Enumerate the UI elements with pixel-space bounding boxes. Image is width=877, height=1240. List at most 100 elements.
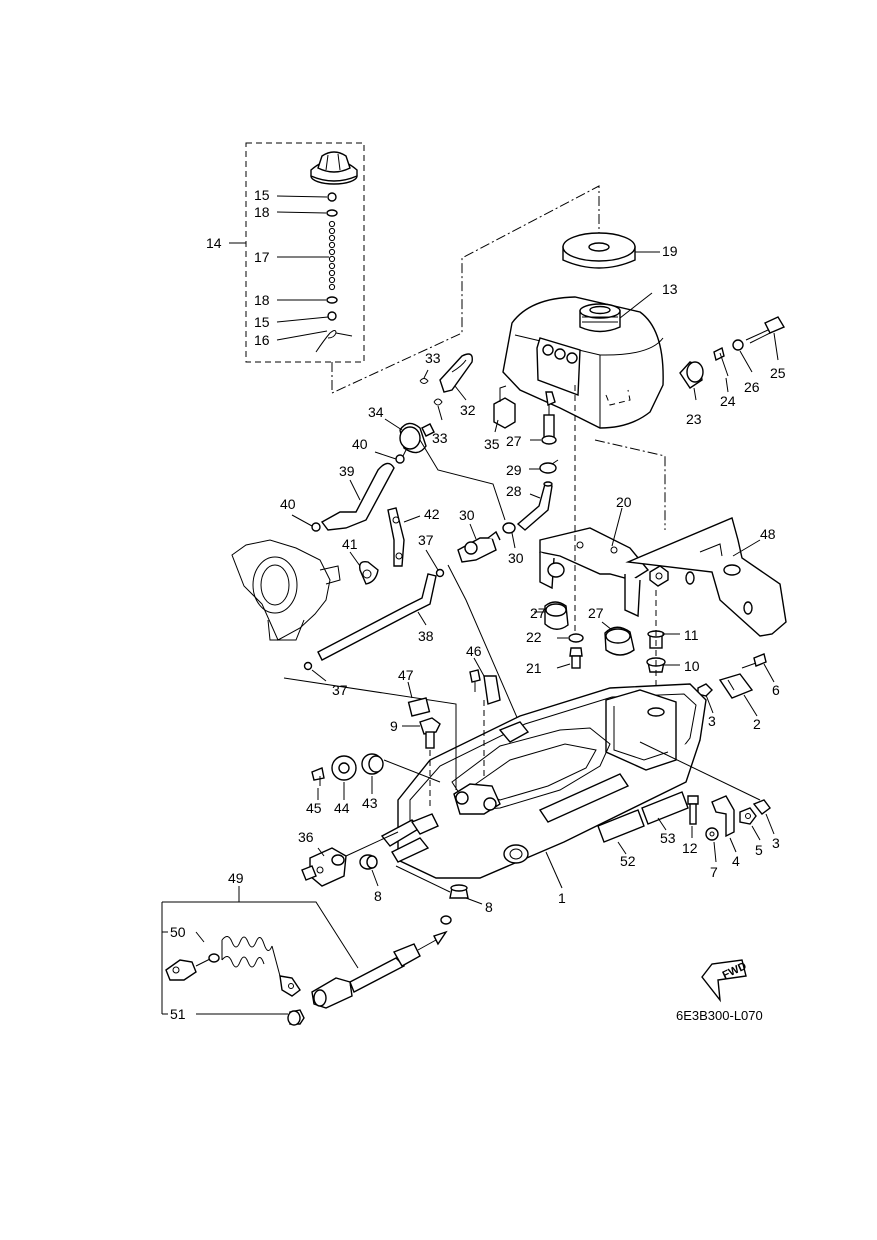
decal-icon <box>597 791 689 843</box>
callout-30: 29 <box>506 462 522 478</box>
callout-30b: 30 <box>508 550 524 566</box>
callout-6: 6 <box>772 682 780 698</box>
callout-3b: 3 <box>772 835 780 851</box>
callout-10: 10 <box>684 658 700 674</box>
bolt-icon-2 <box>569 647 583 669</box>
callout-27b: 27 <box>588 605 604 621</box>
screw-icon-3 <box>687 795 699 825</box>
callout-48: 48 <box>760 526 776 542</box>
callout-22: 22 <box>526 629 542 645</box>
callout-15b: 15 <box>254 314 270 330</box>
nut-icon-3 <box>739 807 757 825</box>
clip-bracket-icon <box>718 673 754 699</box>
callout-26: 26 <box>744 379 760 395</box>
tank-bracket-icon <box>539 527 650 618</box>
o-ring-icon <box>327 192 337 202</box>
grommet-icon-5 <box>449 884 469 899</box>
callout-13: 13 <box>662 281 678 297</box>
primer-pump-icon <box>399 422 435 459</box>
diagram-code: 6E3B300-L070 <box>676 1008 763 1023</box>
callout-35: 35 <box>484 436 500 452</box>
stop-switch-icon <box>301 847 347 887</box>
callout-46: 46 <box>466 643 482 659</box>
callout-18: 18 <box>254 204 270 220</box>
callout-40: 40 <box>352 436 368 452</box>
callout-18b: 18 <box>254 292 270 308</box>
callout-2: 2 <box>753 716 761 732</box>
callout-38: 38 <box>418 628 434 644</box>
callout-34: 34 <box>368 404 384 420</box>
callout-8: 8 <box>374 888 382 904</box>
callout-33b: 33 <box>432 430 448 446</box>
fuel-cap-icon <box>310 151 358 185</box>
callout-40b: 40 <box>280 496 296 512</box>
fuel-hose-icon <box>516 481 553 531</box>
callout-24: 24 <box>720 393 736 409</box>
callout-29: 28 <box>506 483 522 499</box>
carburetor-icon <box>231 539 341 641</box>
screw-icon-2 <box>741 653 767 669</box>
bolt-icon <box>745 316 786 344</box>
hook-icon <box>315 330 337 353</box>
callout-53: 53 <box>660 830 676 846</box>
callout-47: 47 <box>398 667 414 683</box>
grommet-icon-2 <box>361 753 384 775</box>
callout-43: 43 <box>362 795 378 811</box>
clip-icon-5 <box>711 795 735 838</box>
rubber-pad-icon <box>544 601 569 630</box>
callout-20: 20 <box>616 494 632 510</box>
washer-icon <box>732 339 744 351</box>
clamp-bracket-icon <box>493 385 516 429</box>
callout-labels: 14 15 18 17 18 15 16 19 13 23 24 26 25 3… <box>170 187 786 1023</box>
callout-31: 30 <box>459 507 475 523</box>
clip-icon-2 <box>433 398 443 406</box>
callout-3: 3 <box>708 713 716 729</box>
bracket-plate-icon <box>625 517 787 637</box>
callout-23: 23 <box>686 411 702 427</box>
cap-assembly-box <box>245 142 365 363</box>
grommet-icon-3 <box>331 755 357 781</box>
fuel-filter-icon <box>541 391 557 445</box>
callout-21: 21 <box>526 660 542 676</box>
callout-37: 37 <box>418 532 434 548</box>
washer-icon <box>326 209 338 217</box>
label-plate-icon <box>407 697 431 717</box>
hose-icon-3 <box>317 573 437 661</box>
callout-49: 49 <box>228 870 244 886</box>
hose-icon <box>439 353 473 393</box>
lanyard-cord-icon <box>165 936 301 997</box>
nut-icon <box>649 565 669 587</box>
callout-37b: 37 <box>332 682 348 698</box>
callout-50: 50 <box>170 924 186 940</box>
callout-17: 17 <box>254 249 270 265</box>
callout-4: 4 <box>732 853 740 869</box>
cap-icon <box>287 1009 305 1026</box>
damper-icon <box>562 232 636 269</box>
callout-39: 39 <box>339 463 355 479</box>
callout-12: 12 <box>682 840 698 856</box>
callout-19: 19 <box>662 243 678 259</box>
bottom-cowling-icon <box>380 683 707 879</box>
hose-icon-2 <box>320 462 395 531</box>
clip-icon-4 <box>358 560 379 585</box>
callout-7: 7 <box>710 864 718 880</box>
clip-icon <box>419 378 429 384</box>
callout-5: 5 <box>755 842 763 858</box>
callout-32: 32 <box>460 402 476 418</box>
joint-icon <box>457 530 501 563</box>
callout-16: 16 <box>254 332 270 348</box>
callout-28: 27 <box>506 433 522 449</box>
callout-42: 42 <box>424 506 440 522</box>
screw-icon <box>713 346 729 377</box>
cap-assembly-group <box>229 142 365 363</box>
callout-15: 15 <box>254 187 270 203</box>
callout-41: 41 <box>342 536 358 552</box>
lanyard-switch-icon <box>311 915 452 1009</box>
washer-icon-2 <box>568 633 584 643</box>
washer-icon-3 <box>705 827 719 841</box>
nut-icon-4 <box>752 799 771 815</box>
grommet-icon-4 <box>359 854 378 870</box>
callout-52: 52 <box>620 853 636 869</box>
callout-9: 9 <box>390 718 398 734</box>
